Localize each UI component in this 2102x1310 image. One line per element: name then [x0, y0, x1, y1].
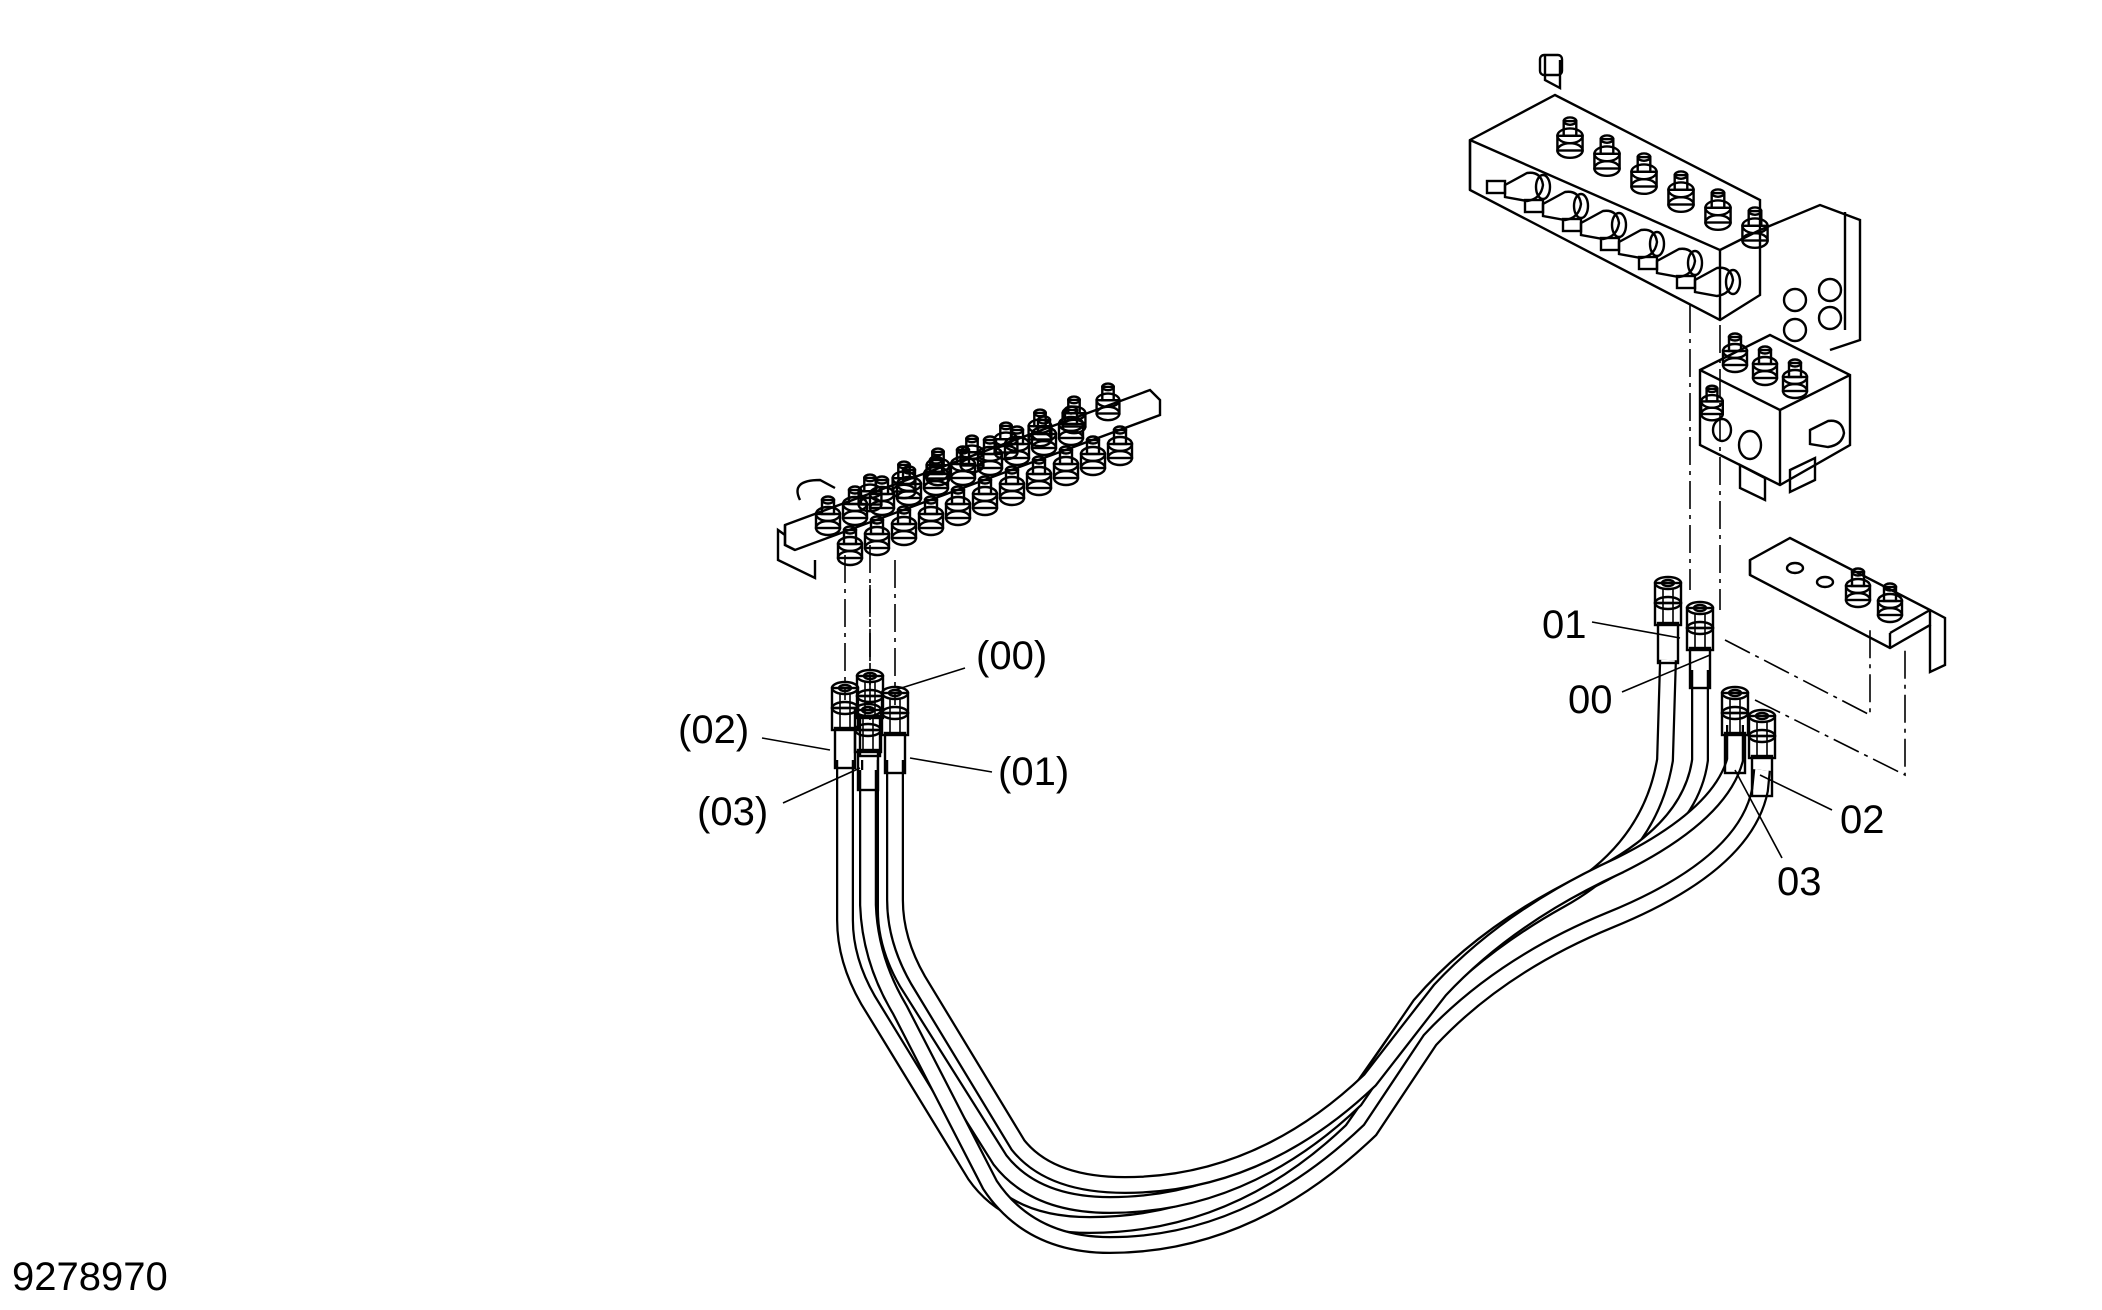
nipple-fitting: [1057, 405, 1085, 447]
left-terminal-block: [776, 382, 1162, 580]
nipple-fitting: [1751, 345, 1779, 387]
nipple-fitting: [841, 485, 869, 527]
nipple-fitting: [890, 505, 918, 547]
nipple-fitting: [1095, 382, 1121, 422]
nipple-fitting: [1721, 332, 1749, 374]
callout-right-00: 00: [1568, 678, 1613, 722]
nipple-fitting: [1027, 408, 1053, 448]
callout-left-03: (03): [697, 790, 769, 834]
nipple-fitting: [814, 495, 842, 537]
nipple-fitting: [917, 495, 945, 537]
nipple-fitting: [998, 465, 1026, 507]
hose-end-fitting: [853, 702, 883, 792]
nipple-fitting: [1704, 188, 1732, 232]
hose-end-fitting: [1685, 600, 1715, 690]
nipple-fitting: [836, 525, 864, 567]
nipple-fitting: [944, 485, 972, 527]
nipple-fitting: [1844, 567, 1872, 609]
nipple-fitting: [1876, 582, 1904, 624]
nipple-fitting: [993, 421, 1019, 461]
callout-right-02: 02: [1840, 798, 1885, 842]
nipple-fitting: [971, 475, 999, 517]
nipple-fitting: [891, 460, 917, 500]
nipple-fitting: [1593, 134, 1621, 178]
nipple-fitting: [959, 434, 985, 474]
hose-end-fitting: [1653, 575, 1683, 665]
right-valve-block: [1468, 53, 1862, 502]
angled-fitting: [1523, 190, 1590, 222]
nipple-fitting: [1106, 425, 1134, 467]
hose-end-fitting: [1747, 708, 1777, 798]
nipple-fitting: [925, 447, 951, 487]
callout-left-02: (02): [678, 708, 750, 752]
callout-left-00: (00): [976, 634, 1048, 678]
nipple-fitting: [1781, 358, 1809, 400]
angled-fitting: [1637, 247, 1704, 279]
nipple-fitting: [1052, 445, 1080, 487]
callout-right-03: 03: [1777, 860, 1822, 904]
callout-right-01: 01: [1542, 603, 1587, 647]
callout-left-01: (01): [998, 750, 1070, 794]
angled-fitting: [1599, 228, 1666, 260]
nipple-fitting: [1741, 206, 1769, 250]
nipple-fitting: [1079, 435, 1107, 477]
leader-lines: [761, 621, 1833, 859]
nipple-fitting: [1667, 170, 1695, 214]
hose-bundle: [836, 659, 1771, 1255]
nipple-fitting: [1699, 384, 1724, 422]
angled-fitting: [1485, 171, 1552, 203]
drawing-part-number: 9278970: [12, 1255, 168, 1299]
small-bracket: [1748, 536, 1947, 674]
nipple-fitting: [1556, 116, 1584, 160]
nipple-fitting: [1630, 152, 1658, 196]
center-lines: [844, 305, 1906, 777]
angled-fitting: [1675, 266, 1742, 298]
nipple-fitting: [863, 515, 891, 557]
nipple-fitting: [1061, 395, 1087, 435]
angled-fitting: [1561, 209, 1628, 241]
nipple-fitting: [857, 473, 883, 513]
nipple-fitting: [1025, 455, 1053, 497]
